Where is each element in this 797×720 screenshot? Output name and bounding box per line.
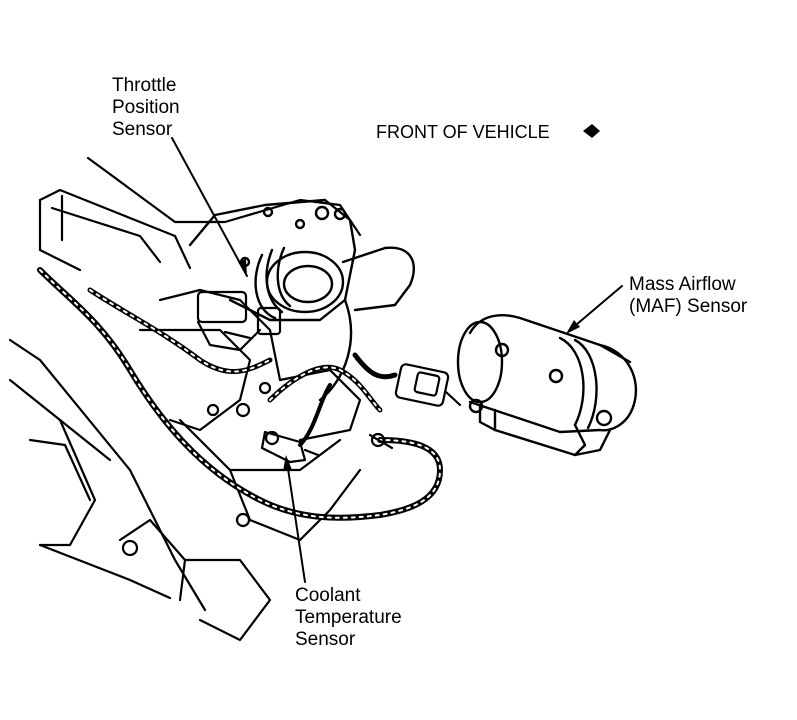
coolant-temperature-sensor-label: Coolant Temperature Sensor: [295, 585, 402, 651]
throttle-position-sensor: [196, 290, 282, 352]
cts-label-line-2: Temperature: [295, 607, 402, 628]
tps-label-line-3: Sensor: [112, 119, 173, 140]
cts-leader-line: [283, 455, 306, 583]
maf-label-line-2: (MAF) Sensor: [629, 296, 748, 317]
front-of-vehicle-label: FRONT OF VEHICLE: [376, 122, 550, 142]
maf-connector: [394, 363, 462, 407]
tps-leader-line: [171, 137, 248, 277]
coolant-temperature-sensor: [260, 430, 394, 464]
engine-block: [8, 156, 362, 642]
throttle-position-sensor-label: Throttle Position Sensor: [112, 75, 180, 141]
arrow-left-icon: [583, 124, 600, 138]
cts-label-line-3: Sensor: [295, 629, 356, 650]
maf-leader-line: [566, 285, 623, 334]
tps-label-line-1: Throttle: [112, 75, 177, 96]
mass-airflow-sensor: [456, 314, 638, 457]
cts-label-line-1: Coolant: [295, 585, 361, 606]
mass-airflow-sensor-label: Mass Airflow (MAF) Sensor: [629, 274, 747, 318]
maf-label-line-1: Mass Airflow: [629, 274, 736, 295]
tps-label-line-2: Position: [112, 97, 180, 118]
wiring-harness: [37, 267, 443, 521]
